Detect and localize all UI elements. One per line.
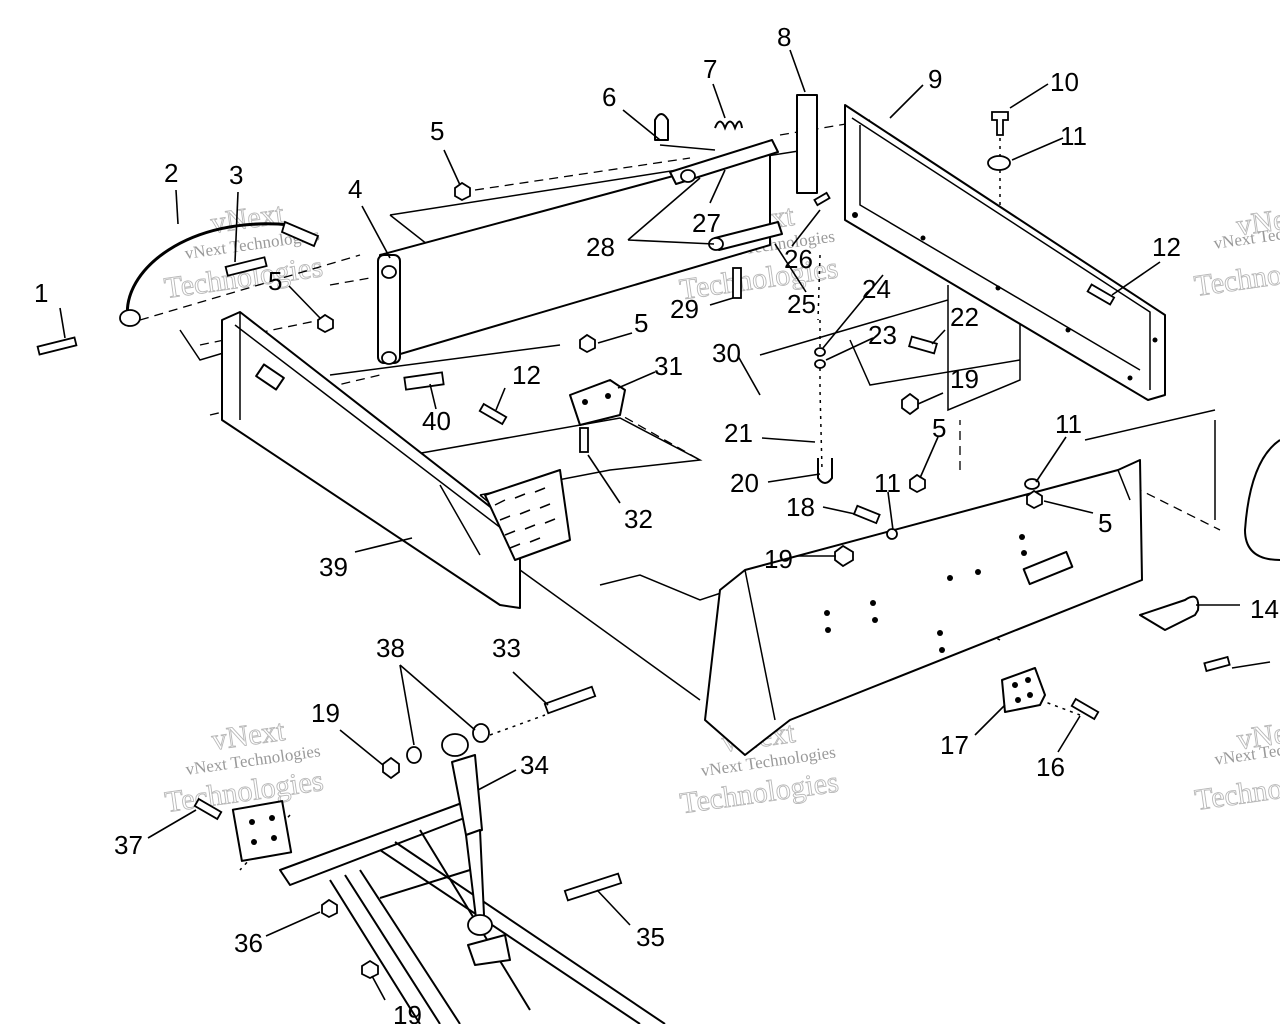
callout-27: 27	[692, 208, 721, 238]
callout-9: 9	[928, 64, 942, 94]
part-4-side-panel	[377, 149, 771, 365]
callout-31: 31	[654, 351, 683, 381]
diamond-plate-texture	[494, 487, 556, 549]
callout-39: 39	[319, 552, 348, 582]
watermark-top-right: vNext vNext Technologies Technologies	[1192, 199, 1280, 303]
callout-4: 4	[348, 174, 362, 204]
part-6-pin	[654, 113, 669, 141]
callout-5: 5	[932, 413, 946, 443]
callout-35: 35	[636, 922, 665, 952]
callout-25: 25	[787, 289, 816, 319]
callout-32: 32	[624, 504, 653, 534]
watermark-bottom-right: vNext vNext Technologies Technologies	[1192, 713, 1280, 817]
svg-text:Technologies: Technologies	[1192, 248, 1280, 303]
wall-holes	[824, 534, 1027, 653]
callout-19: 19	[311, 698, 340, 728]
callout-1: 1	[34, 278, 48, 308]
callout-7: 7	[703, 54, 717, 84]
part-9-tailgate-panel	[844, 104, 1166, 401]
callout-19: 19	[950, 364, 979, 394]
leader-lines	[59, 49, 1271, 1001]
callout-18: 18	[786, 492, 815, 522]
callout-24: 24	[862, 274, 891, 304]
callout-16: 16	[1036, 752, 1065, 782]
callout-21: 21	[724, 418, 753, 448]
watermark-top-left: vNext vNext Technologies Technologies	[162, 197, 325, 306]
callout-5: 5	[1098, 508, 1112, 538]
callout-5: 5	[634, 308, 648, 338]
callout-12: 12	[512, 360, 541, 390]
callout-19: 19	[764, 544, 793, 574]
watermark-bottom-left: vNext vNext Technologies Technologies	[162, 714, 325, 820]
callout-12: 12	[1152, 232, 1181, 262]
callout-17: 17	[940, 730, 969, 760]
callout-11: 11	[1055, 409, 1082, 439]
callout-8: 8	[777, 22, 791, 52]
callout-34: 34	[520, 750, 549, 780]
callout-40: 40	[422, 406, 451, 436]
callout-5: 5	[430, 116, 444, 146]
shock-assembly	[193, 685, 666, 1025]
hardware-parts	[36, 111, 1200, 780]
callout-11: 11	[874, 468, 901, 498]
callout-2: 2	[164, 158, 178, 188]
part-31-bracket	[569, 379, 626, 426]
callout-38: 38	[376, 633, 405, 663]
cargo-bed-box	[221, 311, 1143, 756]
callout-29: 29	[670, 294, 699, 324]
callout-5: 5	[268, 266, 282, 296]
part-8-strip	[796, 94, 818, 194]
callout-20: 20	[730, 468, 759, 498]
callout-14: 14	[1250, 594, 1279, 624]
callout-37: 37	[114, 830, 143, 860]
part-7-spring	[714, 120, 743, 131]
callout-26: 26	[784, 244, 813, 274]
callout-3: 3	[229, 160, 243, 190]
callout-11: 11	[1060, 121, 1087, 151]
callout-28: 28	[586, 232, 615, 262]
callout-23: 23	[868, 320, 897, 350]
callout-36: 36	[234, 928, 263, 958]
part-right-edge-panel	[1203, 420, 1280, 673]
callout-labels: 1 2 3 4 5 5 5 5 5 6 7 8 9 10 11 11 11 12…	[34, 22, 1279, 1029]
callout-19: 19	[393, 1000, 422, 1024]
part-2-cable	[119, 220, 320, 327]
callout-22: 22	[950, 302, 979, 332]
callout-30: 30	[712, 338, 741, 368]
svg-text:Technologies: Technologies	[1193, 762, 1280, 817]
callout-10: 10	[1050, 67, 1079, 97]
callout-6: 6	[602, 82, 616, 112]
callout-33: 33	[492, 633, 521, 663]
